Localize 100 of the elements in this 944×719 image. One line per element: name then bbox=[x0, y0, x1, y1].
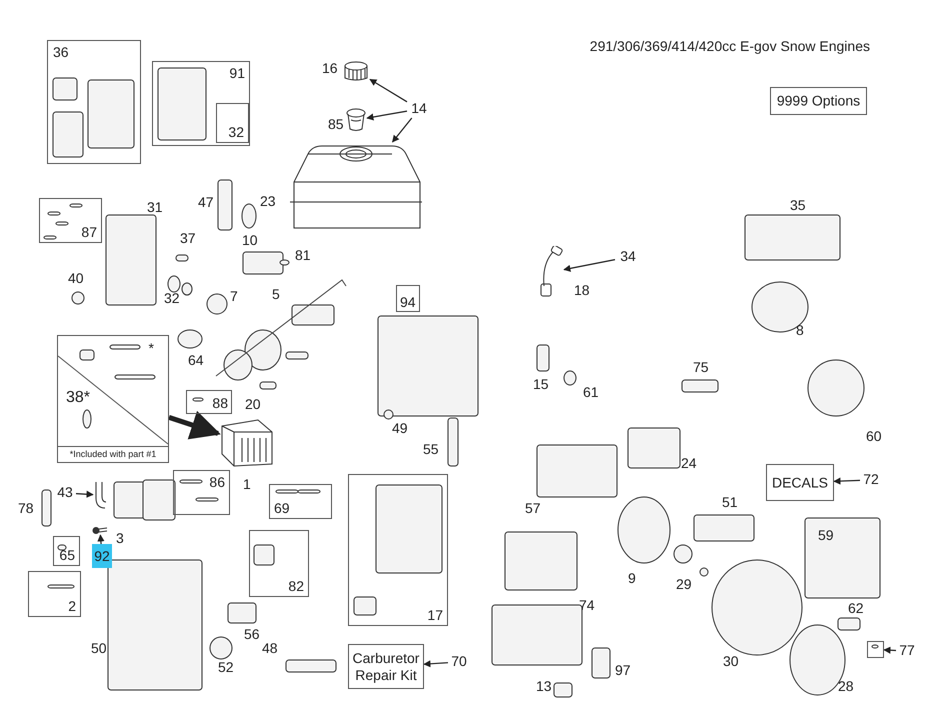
callout-number: 82 bbox=[288, 578, 304, 594]
callout-number: 77 bbox=[896, 642, 918, 660]
leader-arrow bbox=[833, 477, 860, 485]
callout-number: 9 bbox=[628, 570, 636, 586]
callout-number: 59 bbox=[818, 527, 834, 543]
callout-number: 16 bbox=[322, 60, 338, 76]
callout-number: 49 bbox=[392, 420, 408, 436]
callout-number: 52 bbox=[218, 659, 234, 675]
callout-number: 13 bbox=[536, 678, 552, 694]
fuel-strainer-drawing bbox=[345, 108, 367, 132]
callout-number: 87 bbox=[81, 224, 97, 240]
callout-number: 51 bbox=[722, 494, 738, 510]
part-group-box bbox=[57, 335, 169, 463]
callout-number: 17 bbox=[427, 607, 443, 623]
leader-arrow bbox=[392, 118, 412, 143]
callout-number: 3 bbox=[116, 530, 124, 546]
callout-number: 81 bbox=[295, 247, 311, 263]
part-group-box bbox=[186, 390, 232, 414]
part-group-box bbox=[269, 484, 332, 519]
part-group-box bbox=[249, 530, 309, 597]
diagram-title: 291/306/369/414/420cc E-gov Snow Engines bbox=[590, 38, 870, 54]
box-label: DECALS bbox=[770, 474, 830, 491]
callout-number: 60 bbox=[866, 428, 882, 444]
leader-arrow bbox=[97, 534, 104, 544]
breather-tube-drawing bbox=[93, 480, 107, 510]
callout-number: 50 bbox=[91, 640, 107, 656]
callout-number: 48 bbox=[262, 640, 278, 656]
leader-arrow bbox=[369, 78, 408, 102]
callout-number: 40 bbox=[68, 270, 84, 286]
callout-number: 61 bbox=[583, 384, 599, 400]
callout-number: 29 bbox=[676, 576, 692, 592]
callout-number: 2 bbox=[68, 598, 76, 614]
part-group-box bbox=[173, 470, 230, 515]
callout-number: 15 bbox=[533, 376, 549, 392]
callout-number: 10 bbox=[242, 232, 258, 248]
part-group-box bbox=[348, 474, 448, 626]
box-label: Carburetor Repair Kit bbox=[352, 650, 420, 684]
part-group-box bbox=[766, 464, 834, 501]
box-label: 9999 Options bbox=[776, 92, 862, 110]
callout-number: 78 bbox=[18, 500, 34, 516]
footnote-text: *Included with part #1 bbox=[58, 446, 168, 462]
callout-number: 74 bbox=[579, 597, 595, 613]
callout-number: 64 bbox=[188, 352, 204, 368]
callout-number: 86 bbox=[209, 474, 225, 490]
callout-number: 94 bbox=[400, 294, 416, 310]
callout-number: 36 bbox=[53, 44, 69, 60]
part-group-box bbox=[53, 536, 80, 566]
callout-number: 32 bbox=[228, 124, 244, 140]
callout-number: 20 bbox=[245, 396, 261, 412]
callout-number: 97 bbox=[615, 662, 631, 678]
leader-arrow bbox=[563, 259, 616, 272]
part-group-box bbox=[348, 644, 424, 689]
callout-number: 55 bbox=[423, 441, 439, 457]
callout-number: 23 bbox=[260, 193, 276, 209]
callout-number: 38* bbox=[66, 390, 90, 406]
callout-number: 43 bbox=[54, 484, 76, 502]
leader-arrow bbox=[76, 490, 94, 498]
callout-number: 56 bbox=[244, 626, 260, 642]
callout-number: 35 bbox=[790, 197, 806, 213]
callout-number: 7 bbox=[230, 288, 238, 304]
callout-number: 30 bbox=[723, 653, 739, 669]
callout-number: 14 bbox=[407, 100, 431, 118]
callout-number: 24 bbox=[681, 455, 697, 471]
callout-number: 32 bbox=[164, 290, 180, 306]
callout-number: 92 bbox=[92, 544, 112, 568]
callout-number: 88 bbox=[212, 395, 228, 411]
callout-number: 69 bbox=[274, 500, 290, 516]
callout-number: 28 bbox=[838, 678, 854, 694]
part-group-box bbox=[47, 40, 141, 164]
callout-number: 8 bbox=[796, 322, 804, 338]
callout-number: 47 bbox=[198, 194, 214, 210]
part-group-box bbox=[39, 198, 102, 243]
part-group-box bbox=[28, 571, 81, 617]
callout-number: 37 bbox=[180, 230, 196, 246]
spark-plug-wire-drawing bbox=[540, 246, 564, 298]
callout-number: 57 bbox=[525, 500, 541, 516]
leader-arrow bbox=[366, 110, 408, 121]
callout-number: 34 bbox=[615, 248, 641, 266]
callout-number: 31 bbox=[147, 199, 163, 215]
callout-number: 62 bbox=[848, 600, 864, 616]
part-group-box bbox=[152, 61, 250, 146]
callout-number: 75 bbox=[693, 359, 709, 375]
callout-number: 5 bbox=[272, 286, 280, 302]
callout-number: 18 bbox=[574, 282, 590, 298]
part-group-box bbox=[396, 285, 420, 312]
callout-number: 85 bbox=[328, 116, 344, 132]
bolt-drawing bbox=[92, 526, 108, 535]
part-group-box bbox=[216, 103, 249, 143]
pointer-arrow bbox=[168, 410, 221, 440]
callout-number: 1 bbox=[243, 476, 251, 492]
leader-arrow bbox=[423, 660, 448, 668]
callout-number: * bbox=[148, 340, 154, 356]
leader-arrow bbox=[883, 646, 896, 654]
callout-number: 70 bbox=[448, 653, 470, 671]
callout-number: 72 bbox=[860, 471, 882, 489]
callout-number: 91 bbox=[229, 65, 245, 81]
part-group-box bbox=[867, 641, 884, 658]
part-group-box bbox=[770, 87, 867, 115]
callout-number: 65 bbox=[59, 547, 75, 563]
fuel-cap-drawing bbox=[342, 60, 370, 82]
